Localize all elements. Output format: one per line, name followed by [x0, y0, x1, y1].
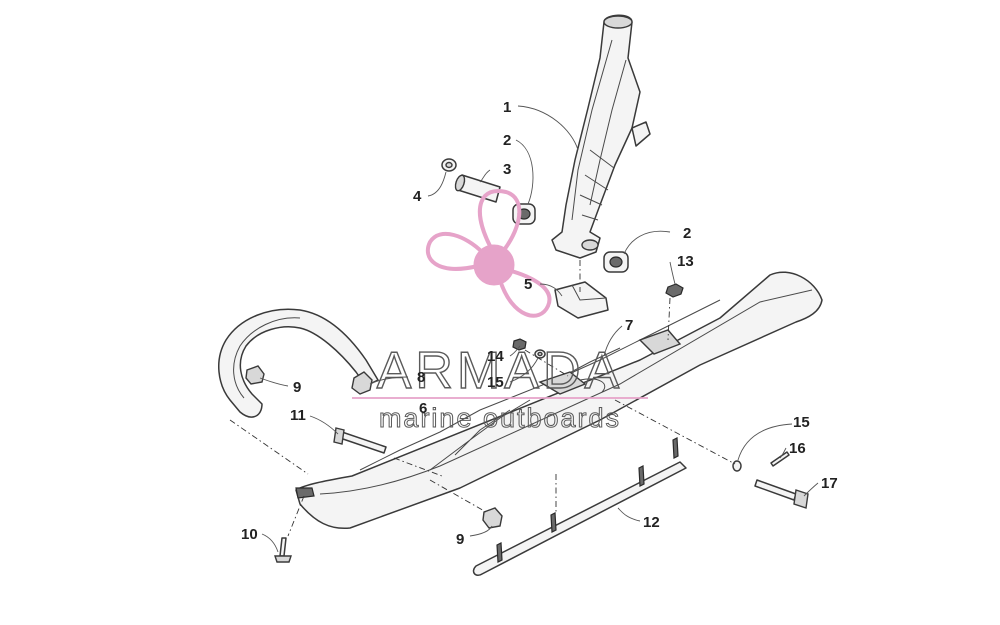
callout-15-right: 15 — [793, 414, 810, 431]
callout-4: 4 — [413, 188, 422, 205]
callout-3: 3 — [503, 161, 511, 178]
callout-17: 17 — [821, 475, 838, 492]
callout-leaders — [259, 105, 819, 553]
callout-labels: 1 2 2 3 4 5 7 13 14 15 8 6 9 11 12 9 10 … — [241, 99, 838, 548]
armada-watermark: ARMADA marine outboards — [352, 188, 648, 434]
callout-2-right: 2 — [683, 225, 691, 242]
callout-10: 10 — [241, 526, 258, 543]
wear-pad-part — [554, 281, 609, 319]
washer-part-15-top — [534, 349, 546, 359]
callout-9-upper: 9 — [293, 379, 301, 396]
callout-16: 16 — [789, 440, 806, 457]
callout-13: 13 — [677, 253, 694, 270]
callout-8: 8 — [417, 369, 425, 386]
cotter-pin-part — [770, 451, 790, 467]
sleeve-part — [454, 174, 501, 203]
callout-9-lower: 9 — [456, 531, 464, 548]
callout-6: 6 — [419, 400, 427, 417]
bolt-part-10 — [274, 537, 292, 563]
washer-part-15-right — [732, 460, 742, 472]
watermark-brand: ARMADA — [377, 342, 623, 400]
nut-part-14 — [512, 338, 527, 351]
assembly-axes — [229, 260, 736, 537]
nut-part-13 — [665, 283, 684, 298]
callout-15-left: 15 — [487, 374, 504, 391]
callout-1: 1 — [503, 99, 511, 116]
callout-5: 5 — [524, 276, 532, 293]
ski-body — [295, 271, 823, 530]
callout-11: 11 — [290, 407, 306, 424]
bolt-part-17 — [754, 479, 809, 509]
bushing-lower — [603, 251, 629, 273]
bushing-part-9-upper — [245, 365, 265, 385]
bushing-part-9-lower — [482, 507, 503, 529]
callout-14: 14 — [487, 348, 504, 365]
wear-bar-part — [472, 437, 687, 577]
propeller-logo-icon — [425, 188, 552, 318]
spindle-part — [551, 14, 651, 259]
fastener-part-8 — [351, 371, 373, 395]
ski-handle — [218, 308, 379, 418]
callout-2-upper: 2 — [503, 132, 511, 149]
callout-7: 7 — [625, 317, 633, 334]
callout-12: 12 — [643, 514, 660, 531]
washer-part-4 — [441, 158, 457, 172]
watermark-tagline: marine outboards — [379, 403, 621, 433]
